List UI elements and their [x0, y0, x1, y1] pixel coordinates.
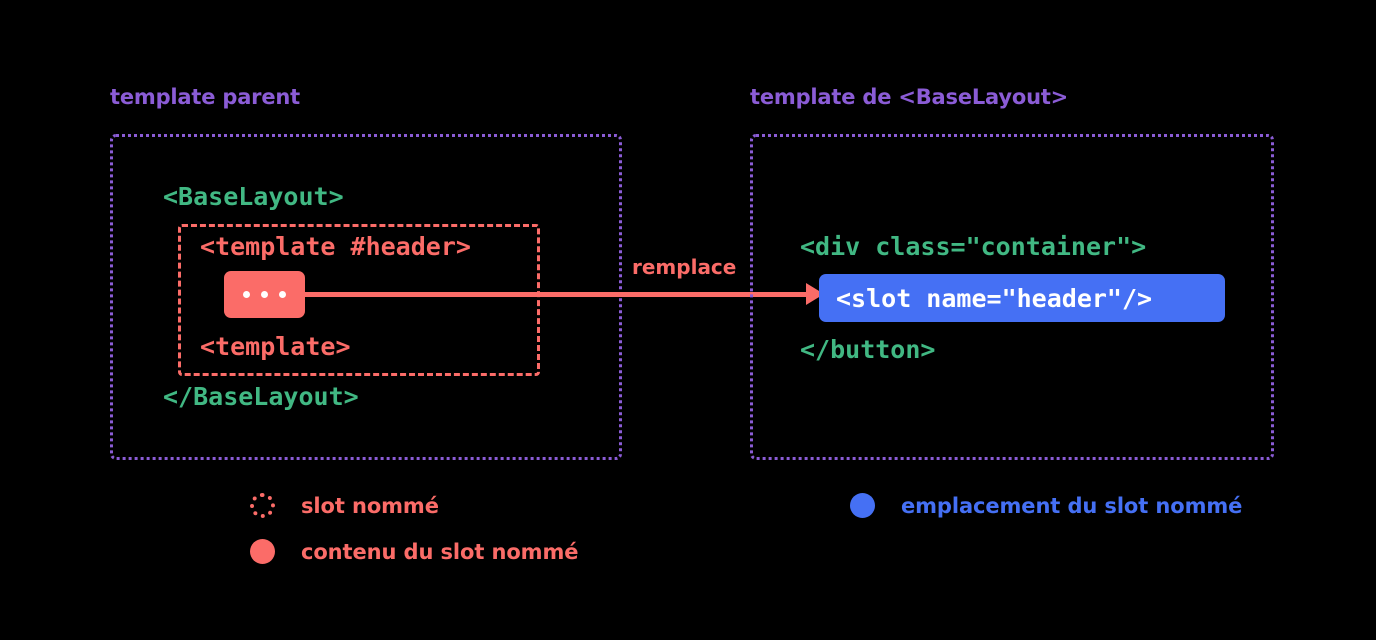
- legend-item-named-slot: slot nommé: [250, 493, 439, 518]
- legend-item-slot-placement: emplacement du slot nommé: [850, 493, 1242, 518]
- ellipsis-dot-1: [243, 291, 250, 298]
- slot-content-chip: [224, 271, 305, 318]
- code-baselayout-close-tag: </BaseLayout>: [163, 382, 359, 411]
- code-div-open-tag: <div class="container">: [800, 232, 1147, 261]
- code-slot-element: <slot name="header"/>: [836, 283, 1153, 313]
- right-panel-title: template de <BaseLayout>: [750, 85, 1069, 109]
- legend-label-named-slot: slot nommé: [301, 493, 439, 518]
- code-button-close-tag: </button>: [800, 335, 936, 364]
- dotted-ring-icon: [250, 493, 275, 518]
- named-slot-dashed-box: [178, 224, 540, 376]
- legend-label-slot-placement: emplacement du slot nommé: [901, 493, 1243, 518]
- left-panel-title: template parent: [110, 85, 300, 109]
- filled-circle-blue-icon: [850, 493, 875, 518]
- replace-arrow-label: remplace: [629, 255, 740, 279]
- ellipsis-dot-2: [261, 291, 268, 298]
- legend-item-slot-content: contenu du slot nommé: [250, 539, 578, 564]
- replace-arrow-line: [300, 292, 810, 297]
- code-baselayout-open-tag: <BaseLayout>: [163, 182, 344, 211]
- legend-label-slot-content: contenu du slot nommé: [301, 539, 579, 564]
- parent-template-panel: [110, 134, 622, 460]
- filled-circle-red-icon: [250, 539, 275, 564]
- slot-placement-chip: <slot name="header"/>: [819, 274, 1225, 322]
- code-template-close-tag: <template>: [200, 332, 351, 361]
- ellipsis-dot-3: [279, 291, 286, 298]
- baselayout-template-panel: [750, 134, 1274, 460]
- code-template-header-open-tag: <template #header>: [200, 232, 471, 261]
